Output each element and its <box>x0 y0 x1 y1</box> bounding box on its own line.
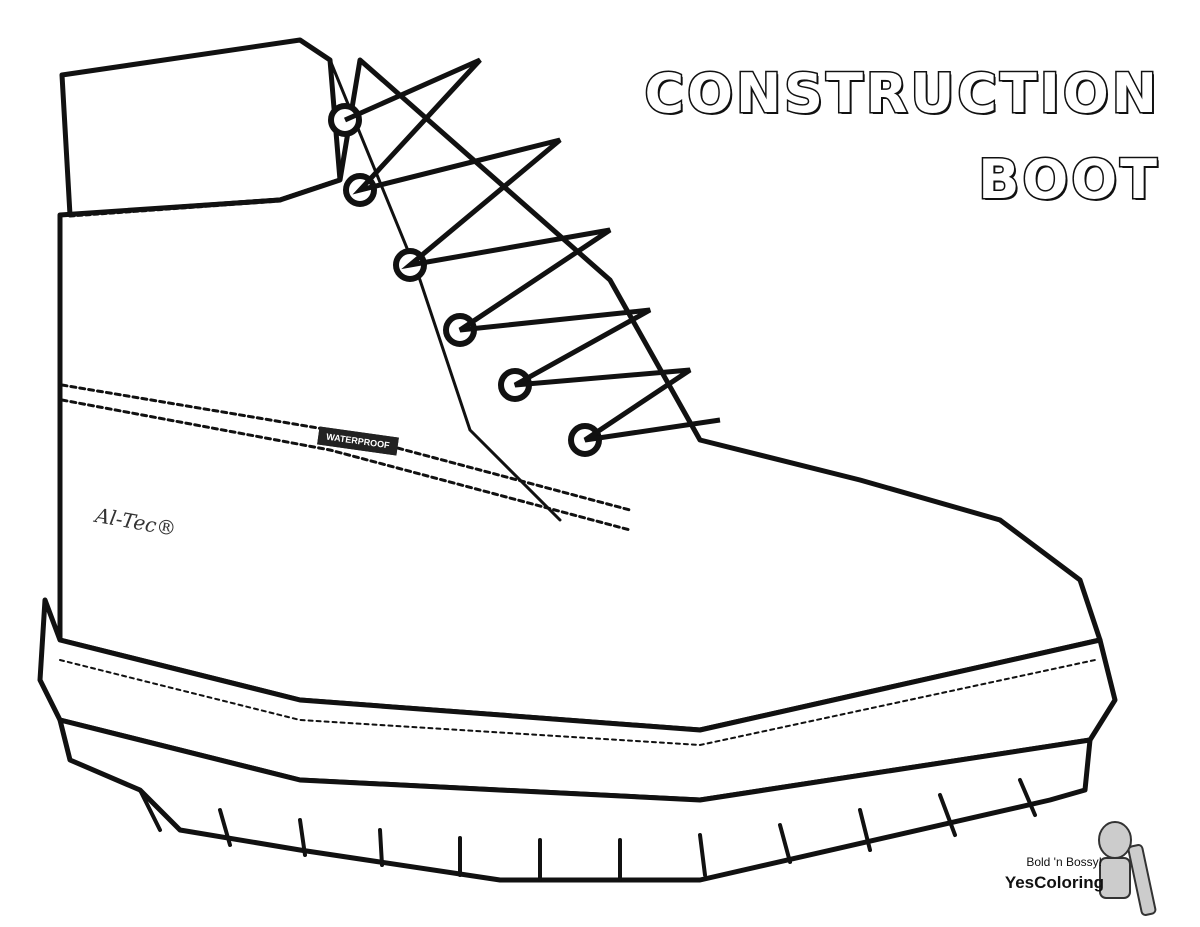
mascot-icon <box>1098 821 1157 916</box>
page-title: CONSTRUCTION <box>643 61 1160 127</box>
watermark-site: YesColoring <box>1004 873 1104 892</box>
watermark-tagline: Bold 'n Bossy! <box>1026 855 1102 869</box>
page-subtitle: BOOT <box>977 147 1160 213</box>
